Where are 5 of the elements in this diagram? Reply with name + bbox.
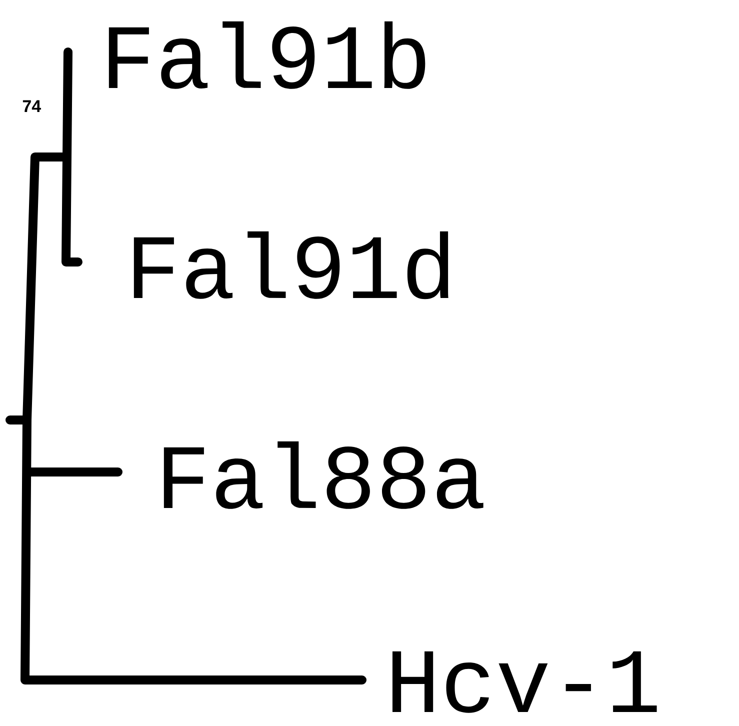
leaf-label: Hcv-1 xyxy=(392,651,657,713)
bootstrap-value: 74 xyxy=(22,100,42,112)
leaf-label: Fal91b xyxy=(108,21,426,89)
leaf-label: Fal88a xyxy=(164,441,484,509)
leaf-label: Fal91d xyxy=(134,231,448,300)
